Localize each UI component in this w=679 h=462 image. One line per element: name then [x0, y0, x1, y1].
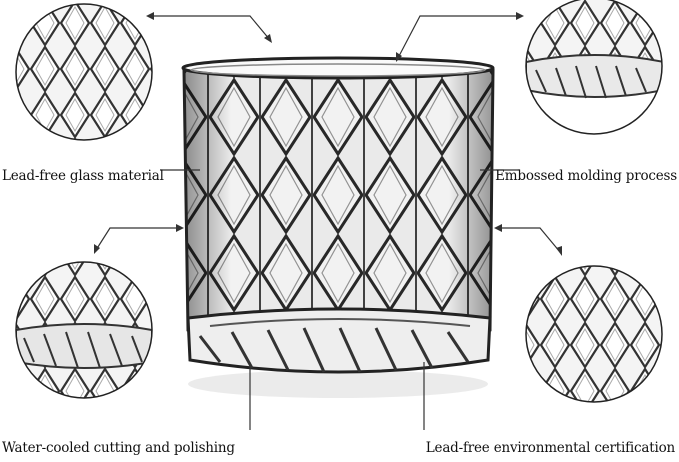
- detail-circle-top-right: [525, 0, 663, 135]
- arrow-icon: [556, 246, 562, 256]
- glass-shadow: [188, 370, 488, 398]
- detail-circle-bottom-left: [15, 261, 153, 399]
- arrow-heads: [94, 12, 562, 256]
- arrow-icon: [146, 12, 154, 20]
- feature-label-cutting-polishing: Water-cooled cutting and polishing: [2, 440, 235, 456]
- feature-label-glass-material: Lead-free glass material: [2, 168, 164, 184]
- arrow-icon: [516, 12, 524, 20]
- feature-label-molding-process: Embossed molding process: [495, 168, 677, 184]
- detail-circle-top-left: [15, 3, 153, 141]
- arrow-icon: [264, 34, 272, 43]
- arrow-icon: [176, 224, 184, 232]
- arrow-icon: [494, 224, 502, 232]
- feature-label-certification: Lead-free environmental certification: [425, 440, 675, 456]
- arrow-icon: [396, 52, 402, 62]
- detail-circle-bottom-right: [525, 265, 663, 403]
- callout-lines: [95, 15, 561, 430]
- whiskey-glass: [181, 56, 495, 374]
- arrow-icon: [94, 244, 100, 254]
